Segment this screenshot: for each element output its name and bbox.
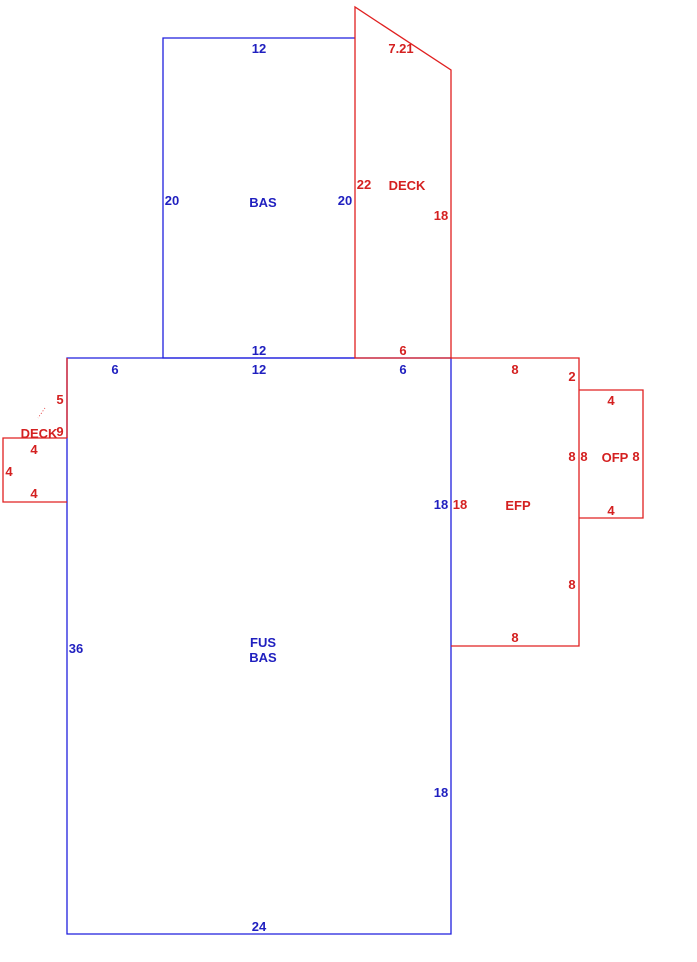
fus-bas-top-left-dim: 6 — [111, 362, 118, 377]
deck-left-left-dim: 4 — [5, 464, 13, 479]
efp-top-dim: 8 — [511, 362, 518, 377]
bas-upper-left-dim: 20 — [165, 193, 179, 208]
deck-top-outline — [354, 5, 452, 359]
fus-bas-right-upper-dim: 18 — [434, 497, 448, 512]
fus-bas-top-mid-dim: 12 — [252, 362, 266, 377]
bas-upper-top-dim: 12 — [252, 41, 266, 56]
deck-top-label: DECK — [389, 178, 426, 193]
fus-bas-label-line2: BAS — [249, 650, 277, 665]
efp-right-mid-dim: 8 — [568, 449, 575, 464]
deck-top-left-dim: 22 — [357, 177, 371, 192]
bas-upper-label: BAS — [249, 195, 277, 210]
deck-left-top-dim: 4 — [30, 442, 38, 457]
fus-bas-top-right-dim: 6 — [399, 362, 406, 377]
ofp-bottom-dim: 4 — [607, 503, 615, 518]
fus-bas-label-line1: FUS — [250, 635, 276, 650]
deck-left-diag-dim: 5 — [56, 392, 63, 407]
deck-left-outline — [2, 437, 67, 503]
deck-top-right-dim: 18 — [434, 208, 448, 223]
ofp-label: OFP — [602, 450, 629, 465]
deck-top-slant-dim: 7.21 — [388, 41, 413, 56]
bas-upper-right-dim: 20 — [338, 193, 352, 208]
deck-top-bottom-dim: 6 — [399, 343, 406, 358]
efp-right-top-dim: 2 — [568, 369, 575, 384]
efp-bottom-dim: 8 — [511, 630, 518, 645]
ofp-top-dim: 4 — [607, 393, 615, 408]
deck-left-bottom-dim: 4 — [30, 486, 38, 501]
fus-bas-outline — [66, 357, 452, 935]
efp-outline — [451, 357, 580, 647]
efp-label: EFP — [505, 498, 531, 513]
fus-bas-bottom-dim: 24 — [252, 919, 267, 934]
deck-left-right-dim: 9 — [56, 424, 63, 439]
ofp-right-dim: 8 — [632, 449, 639, 464]
deck-left-diag-line — [37, 407, 46, 419]
deck-left-label: DECK — [21, 426, 58, 441]
fus-bas-right-lower-dim: 18 — [434, 785, 448, 800]
efp-left-dim: 18 — [453, 497, 467, 512]
ofp-outline — [579, 389, 644, 519]
ofp-left-dim: 8 — [580, 449, 587, 464]
bas-upper-bottom-dim: 12 — [252, 343, 266, 358]
efp-right-low-dim: 8 — [568, 577, 575, 592]
fus-bas-left-dim: 36 — [69, 641, 83, 656]
